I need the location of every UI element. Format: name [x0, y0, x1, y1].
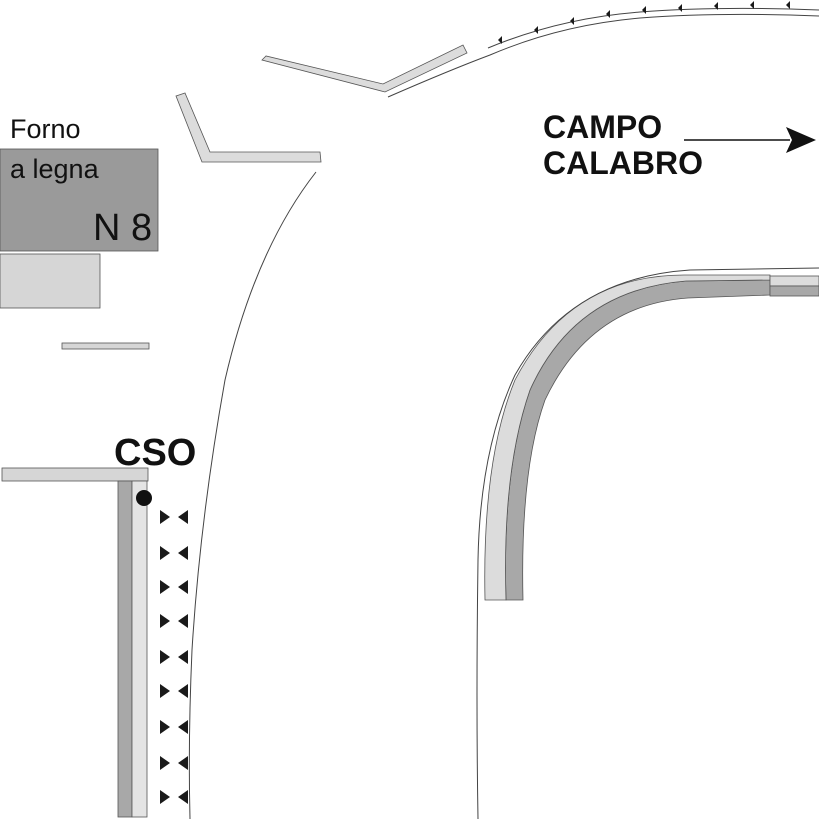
road-edge-top	[387, 13, 819, 98]
cso-label: CSO	[114, 432, 196, 474]
building-n8	[0, 148, 159, 252]
curved-wall-cap-mid	[769, 285, 819, 297]
building-number: N 8	[93, 207, 152, 249]
curved-wall-cap-light	[769, 275, 819, 287]
wall-segment-top-middle	[261, 44, 468, 93]
arrow-right-icon	[684, 127, 816, 153]
building-label-line2: a legna	[10, 154, 100, 184]
curved-wall-mid	[505, 279, 771, 601]
wall-vertical-outer	[117, 480, 133, 818]
building-annex	[0, 253, 101, 309]
road-edge-right	[476, 267, 819, 819]
wall-vertical-inner	[131, 480, 148, 818]
embankment-marks-left	[160, 510, 188, 804]
dot-marker-icon[interactable]	[136, 490, 152, 506]
embankment-marks-top	[498, 1, 790, 44]
road-edge-top-inner	[487, 7, 819, 49]
building-label-line1: Forno	[10, 114, 81, 144]
road-edge-left	[188, 171, 317, 819]
wall-horizontal-cso	[1, 467, 149, 482]
small-wall-bar	[61, 342, 150, 350]
destination-label-line1: CAMPO	[543, 109, 662, 145]
destination-label-line2: CALABRO	[543, 145, 703, 181]
wall-segment-top-left	[175, 92, 322, 163]
